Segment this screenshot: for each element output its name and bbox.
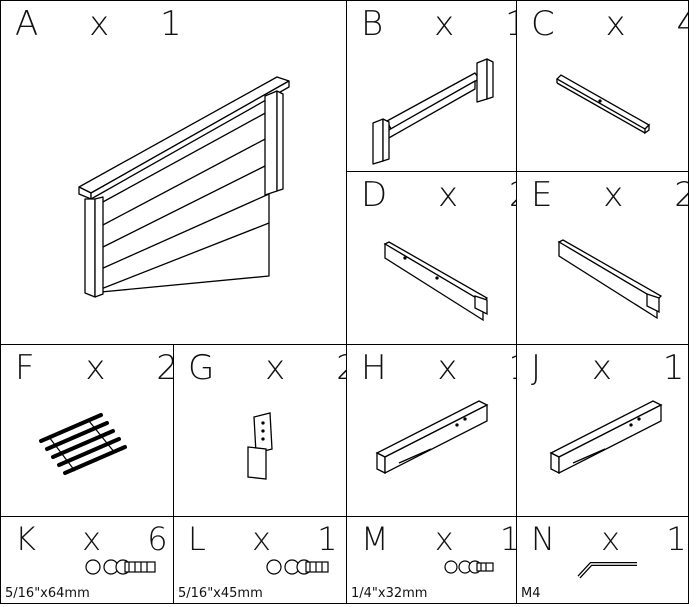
center-beam-icon — [375, 400, 489, 475]
bolt-icon — [85, 559, 156, 575]
part-label-j: J x 1 — [531, 348, 689, 388]
part-cell-j: J x 1 — [516, 344, 689, 518]
part-spec-n: M4 — [521, 586, 541, 601]
part-cell-f: F x 2 — [0, 344, 175, 518]
part-label-c: C x 4 — [531, 4, 688, 44]
part-cell-e: E x 2 — [516, 171, 689, 346]
part-label-d: D x 2 — [361, 175, 517, 215]
part-spec-m: 1/4"x32mm — [351, 586, 428, 601]
slat-roll-icon — [39, 413, 127, 475]
part-cell-g: G x 2 — [173, 344, 348, 518]
part-label-a: A x 1 — [15, 4, 202, 44]
part-label-l: L x 12 — [188, 520, 347, 558]
part-label-h: H x 1 — [361, 348, 517, 388]
part-label-b: B x 1 — [361, 4, 517, 44]
bracket-icon — [247, 412, 273, 480]
bolt-icon — [266, 559, 329, 575]
bolt-icon — [444, 560, 494, 574]
part-cell-h: H x 1 — [346, 344, 518, 518]
part-cell-l: L x 12 5/16"x45mm — [173, 516, 348, 604]
part-label-k: K x 6 — [15, 520, 175, 558]
part-cell-k: K x 6 5/16"x64mm — [0, 516, 175, 604]
side-rail-icon — [557, 239, 663, 320]
part-cell-a: A x 1 — [0, 0, 348, 346]
side-rail-icon — [383, 241, 489, 322]
part-cell-m: M x 16 1/4"x32mm — [346, 516, 518, 604]
part-label-m: M x 16 — [361, 520, 517, 558]
part-cell-b: B x 1 — [346, 0, 518, 173]
part-cell-n: N x 1 M4 — [516, 516, 689, 604]
footboard-icon — [372, 58, 494, 165]
part-label-g: G x 2 — [188, 348, 347, 388]
part-spec-l: 5/16"x45mm — [178, 586, 263, 601]
part-cell-c: C x 4 — [516, 0, 689, 173]
headboard-icon — [78, 76, 290, 298]
part-label-e: E x 2 — [531, 175, 688, 215]
allen-key-icon — [577, 562, 637, 579]
center-beam-icon — [549, 400, 663, 475]
part-spec-k: 5/16"x64mm — [5, 586, 90, 601]
part-label-n: N x 1 — [531, 520, 689, 558]
part-cell-d: D x 2 — [346, 171, 518, 346]
part-label-f: F x 2 — [15, 348, 174, 388]
slat-support-bar-icon — [555, 74, 651, 135]
